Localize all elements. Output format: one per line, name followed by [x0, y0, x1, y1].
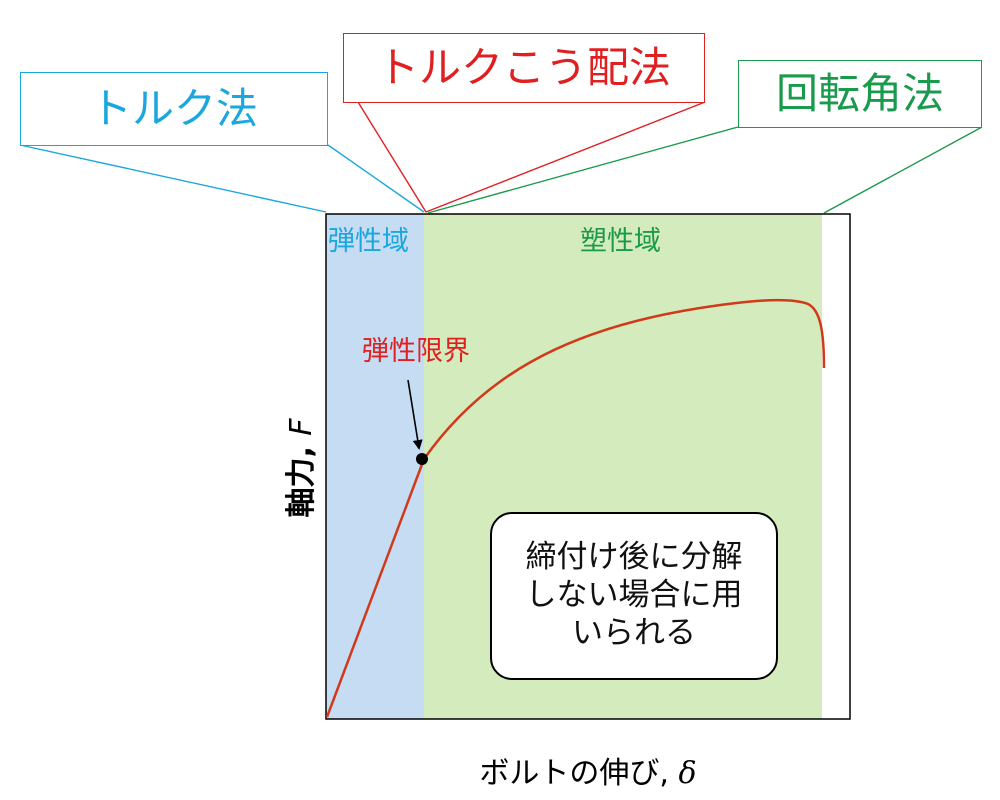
elastic-limit-arrow: [407, 379, 423, 450]
turn-of-nut-method-callout: 回転角法: [738, 60, 982, 128]
torque-gradient-method-label: トルクこう配法: [376, 43, 671, 92]
turn-of-nut-leader: [427, 126, 983, 214]
plastic-region-label: 塑性域: [580, 226, 661, 257]
x-axis-symbol: δ: [678, 756, 697, 791]
plastic-curve: [422, 298, 826, 460]
torque-method-label: トルク法: [89, 84, 258, 133]
usage-note-box: 締付け後に分解 しない場合に用 いられる: [490, 512, 778, 680]
elastic-limit-point: [416, 453, 428, 465]
elastic-region: [326, 214, 424, 719]
elastic-line: [325, 458, 426, 718]
x-axis-label: ボルトの伸び, δ: [479, 748, 696, 792]
y-axis-symbol: F: [284, 418, 319, 436]
torque-gradient-leader: [357, 101, 706, 213]
plot-frame: [325, 213, 851, 720]
turn-of-nut-method-label: 回転角法: [775, 69, 944, 118]
torque-method-callout: トルク法: [20, 72, 328, 146]
torque-gradient-method-callout: トルクこう配法: [343, 33, 705, 103]
torque-method-leader: [19, 144, 425, 213]
x-axis-label-text: ボルトの伸び,: [479, 756, 679, 791]
elastic-limit-label: 弾性限界: [362, 336, 470, 367]
y-axis-label-text: 軸力,: [284, 435, 319, 518]
y-axis-label: 軸力, F: [276, 418, 320, 517]
elastic-region-label: 弾性域: [328, 226, 409, 257]
